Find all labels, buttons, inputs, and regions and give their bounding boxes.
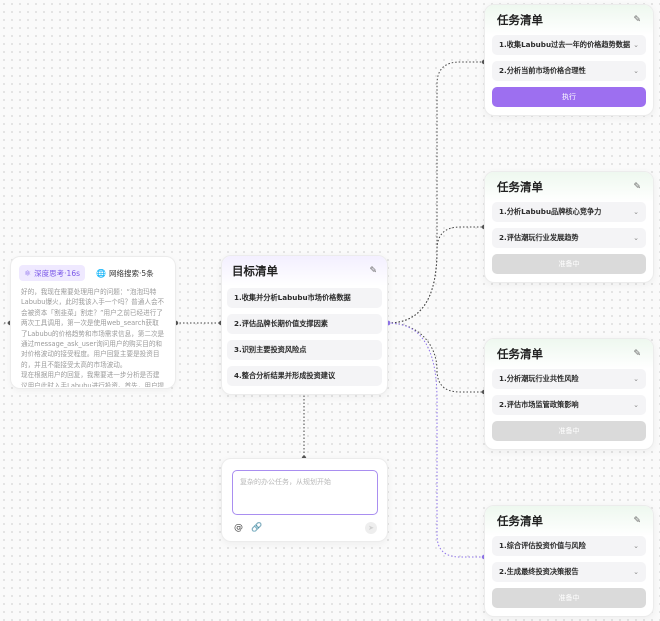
edit-icon[interactable]: ✎ bbox=[633, 182, 641, 192]
task-card-title: 任务清单 bbox=[497, 180, 543, 194]
execute-button[interactable]: 执行 bbox=[492, 87, 646, 107]
task-item[interactable]: 2.评估市场监管政策影响 ⌄ bbox=[492, 395, 646, 415]
attachment-icon[interactable]: 🔗 bbox=[251, 523, 263, 533]
goal-card-header: 目标清单 ✎ bbox=[222, 256, 387, 286]
thinking-paragraph: 好的，我现在需要处理用户的问题：“泡泡玛特Labubu爆火，此时我该入手一个吗？… bbox=[21, 288, 165, 369]
goal-list: 1.收集并分析Labubu市场价格数据 2.评估品牌长期价值支撑因素 3.识别主… bbox=[222, 288, 387, 386]
task-card-header: 任务清单 ✎ bbox=[485, 339, 653, 369]
thinking-text: 好的，我现在需要处理用户的问题：“泡泡玛特Labubu爆火，此时我该入手一个吗？… bbox=[11, 287, 175, 387]
task-item-label: 1.收集Labubu过去一年的价格趋势数据 bbox=[499, 40, 631, 49]
wire-goal-to-task-3 bbox=[387, 322, 484, 393]
task-item[interactable]: 2.生成最终投资决策报告 ⌄ bbox=[492, 562, 646, 582]
chevron-down-icon[interactable]: ⌄ bbox=[633, 67, 639, 75]
deep-thinking-chip[interactable]: ⚛ 深度思考·16s bbox=[19, 265, 86, 281]
task-item-label: 2.评估潮玩行业发展趋势 bbox=[499, 233, 579, 242]
task-card-header: 任务清单 ✎ bbox=[485, 5, 653, 35]
deep-thinking-label: 深度思考·16s bbox=[34, 268, 81, 278]
goal-card-title: 目标清单 bbox=[232, 264, 278, 278]
task-item-label: 2.分析当前市场价格合理性 bbox=[499, 66, 586, 75]
web-search-label: 网络搜索·5条 bbox=[108, 268, 154, 278]
goal-item[interactable]: 4.整合分析结果并形成投资建议 bbox=[227, 366, 382, 386]
edit-icon[interactable]: ✎ bbox=[633, 349, 641, 359]
task-card-1: 任务清单 ✎ 1.收集Labubu过去一年的价格趋势数据 ⌄ 2.分析当前市场价… bbox=[484, 4, 654, 116]
preparing-button[interactable]: 准备中 bbox=[492, 421, 646, 441]
task-item-label: 1.综合评估投资价值与风险 bbox=[499, 541, 586, 550]
wire-goal-to-task-2 bbox=[387, 226, 484, 324]
task-card-title: 任务清单 bbox=[497, 13, 543, 27]
send-button[interactable]: ➤ bbox=[365, 522, 377, 534]
task-item[interactable]: 1.分析Labubu品牌核心竞争力 ⌄ bbox=[492, 202, 646, 222]
thinking-card[interactable]: ⚛ 深度思考·16s 🌐 网络搜索·5条 好的，我现在需要处理用户的问题：“泡泡… bbox=[10, 256, 176, 389]
task-item[interactable]: 1.收集Labubu过去一年的价格趋势数据 ⌄ bbox=[492, 35, 646, 55]
goal-item[interactable]: 3.识别主要投资风险点 bbox=[227, 340, 382, 360]
input-toolbar: @ 🔗 bbox=[234, 523, 262, 533]
task-item-label: 1.分析潮玩行业共性风险 bbox=[499, 374, 579, 383]
chevron-down-icon[interactable]: ⌄ bbox=[633, 401, 639, 409]
task-item[interactable]: 2.分析当前市场价格合理性 ⌄ bbox=[492, 61, 646, 81]
task-item-label: 2.生成最终投资决策报告 bbox=[499, 567, 579, 576]
task-item-label: 2.评估市场监管政策影响 bbox=[499, 400, 579, 409]
wire-goal-to-task-4 bbox=[387, 322, 484, 558]
edit-icon[interactable]: ✎ bbox=[633, 516, 641, 526]
task-card-2: 任务清单 ✎ 1.分析Labubu品牌核心竞争力 ⌄ 2.评估潮玩行业发展趋势 … bbox=[484, 171, 654, 283]
send-icon: ➤ bbox=[368, 524, 374, 532]
task-card-header: 任务清单 ✎ bbox=[485, 172, 653, 202]
task-card-4: 任务清单 ✎ 1.综合评估投资价值与风险 ⌄ 2.生成最终投资决策报告 ⌄ 准备… bbox=[484, 505, 654, 617]
task-input[interactable]: 复杂的办公任务，从规划开始 bbox=[232, 470, 378, 515]
task-item[interactable]: 1.综合评估投资价值与风险 ⌄ bbox=[492, 536, 646, 556]
task-card-header: 任务清单 ✎ bbox=[485, 506, 653, 536]
globe-icon: 🌐 bbox=[96, 268, 106, 278]
web-search-chip[interactable]: 🌐 网络搜索·5条 bbox=[91, 265, 159, 281]
task-card-title: 任务清单 bbox=[497, 514, 543, 528]
chevron-down-icon[interactable]: ⌄ bbox=[633, 234, 639, 242]
wire-goal-to-task-1 bbox=[387, 61, 484, 324]
thinking-icon: ⚛ bbox=[24, 268, 32, 278]
preparing-button[interactable]: 准备中 bbox=[492, 254, 646, 274]
task-card-3: 任务清单 ✎ 1.分析潮玩行业共性风险 ⌄ 2.评估市场监管政策影响 ⌄ 准备中 bbox=[484, 338, 654, 450]
task-card-title: 任务清单 bbox=[497, 347, 543, 361]
edit-icon[interactable]: ✎ bbox=[369, 266, 377, 276]
task-item[interactable]: 2.评估潮玩行业发展趋势 ⌄ bbox=[492, 228, 646, 248]
task-item-label: 1.分析Labubu品牌核心竞争力 bbox=[499, 207, 602, 216]
thinking-paragraph: 现在根据用户的回复，我需要进一步分析是否建议用户此时入手Labubu进行投资。首… bbox=[21, 371, 165, 387]
chevron-down-icon[interactable]: ⌄ bbox=[633, 542, 639, 550]
goal-item[interactable]: 2.评估品牌长期价值支撑因素 bbox=[227, 314, 382, 334]
chevron-down-icon[interactable]: ⌄ bbox=[633, 208, 639, 216]
chevron-down-icon[interactable]: ⌄ bbox=[633, 375, 639, 383]
task-item[interactable]: 1.分析潮玩行业共性风险 ⌄ bbox=[492, 369, 646, 389]
goal-item[interactable]: 1.收集并分析Labubu市场价格数据 bbox=[227, 288, 382, 308]
chevron-down-icon[interactable]: ⌄ bbox=[633, 41, 639, 49]
thinking-card-header: ⚛ 深度思考·16s 🌐 网络搜索·5条 bbox=[11, 257, 175, 287]
chevron-down-icon[interactable]: ⌄ bbox=[633, 568, 639, 576]
task-input-card: 复杂的办公任务，从规划开始 @ 🔗 ➤ bbox=[221, 458, 388, 542]
goal-list-card: 目标清单 ✎ 1.收集并分析Labubu市场价格数据 2.评估品牌长期价值支撑因… bbox=[221, 255, 388, 395]
mention-icon[interactable]: @ bbox=[234, 523, 243, 533]
edit-icon[interactable]: ✎ bbox=[633, 15, 641, 25]
preparing-button[interactable]: 准备中 bbox=[492, 588, 646, 608]
